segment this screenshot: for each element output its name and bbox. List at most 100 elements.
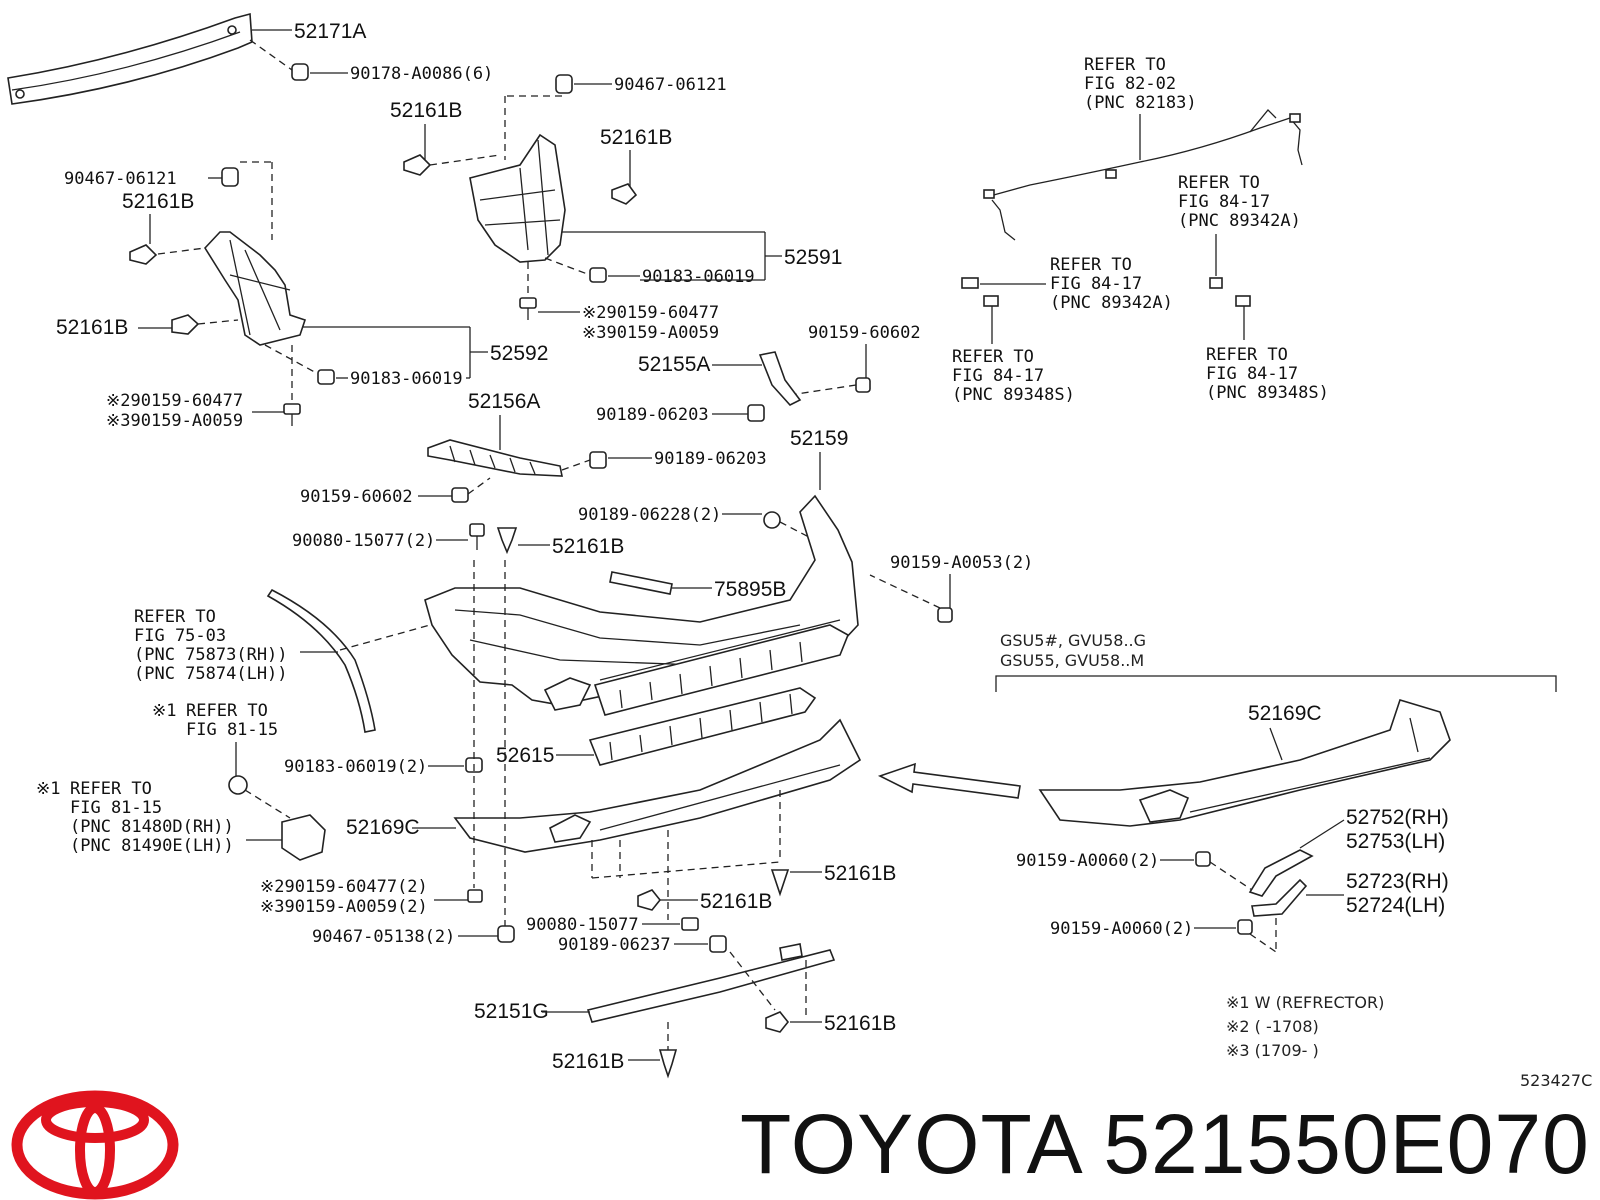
wire-harness — [983, 109, 1303, 241]
label-52161B-g: 52161B — [700, 890, 772, 913]
svg-text:※290159-60477(2): ※290159-60477(2) — [260, 877, 428, 897]
svg-text:(PNC 89348S): (PNC 89348S) — [1206, 383, 1329, 403]
note-mark-3: ※3 — [582, 323, 606, 343]
bolt-icon — [519, 297, 537, 320]
label-90159-A0059-c: 90159-A0059(2) — [284, 897, 427, 917]
ref-89348s-right: REFER TO FIG 84-17 (PNC 89348S) — [1206, 345, 1329, 403]
clip-icon — [770, 869, 790, 897]
clip-icon — [747, 404, 765, 422]
label-52159: 52159 — [790, 427, 848, 450]
label-52161B-c: 52161B — [122, 190, 194, 213]
note-mark-2: ※2 — [260, 877, 284, 897]
bolt-icon — [467, 889, 483, 903]
ref-75873: REFER TO FIG 75-03 (PNC 75873(RH)) (PNC … — [134, 607, 288, 684]
ref-81480: ※1 REFER TO FIG 81-15 (PNC 81480D(RH)) (… — [36, 779, 234, 856]
label-52161B-e: 52161B — [552, 535, 624, 558]
clip-icon — [589, 451, 607, 469]
label-90467-top: 90467-06121 — [614, 75, 727, 95]
label-52156A: 52156A — [468, 390, 540, 413]
clip-icon — [637, 889, 662, 911]
label-52161B-a: 52161B — [390, 99, 462, 122]
reflector-sticker-75895B — [609, 571, 673, 595]
bumper-bracket-52592 — [203, 231, 307, 346]
bolt-icon — [451, 487, 469, 503]
label-52591: 52591 — [784, 246, 842, 269]
svg-text:FIG 84-17: FIG 84-17 — [952, 366, 1044, 386]
sensor-icon — [983, 295, 999, 307]
bolt-icon — [469, 523, 485, 550]
clip-icon — [765, 1011, 790, 1033]
retainer-52156A — [427, 439, 563, 477]
svg-text:(PNC 89342A): (PNC 89342A) — [1178, 211, 1301, 231]
nut-icon — [497, 925, 515, 943]
retainer-52155A — [758, 351, 802, 406]
brand-name: TOYOTA — [740, 1097, 1079, 1191]
label-52171A: 52171A — [294, 20, 366, 43]
wheel-arch-molding — [266, 588, 376, 733]
diagram-id: 523427C — [1520, 1071, 1592, 1090]
clip-icon — [658, 1049, 678, 1079]
label-52155A: 52155A — [638, 353, 710, 376]
note-mark-1: ※1 — [152, 701, 176, 721]
note-mark-2: ※2 — [582, 303, 606, 323]
reflector-light — [281, 814, 326, 861]
label-90189-06228: 90189-06228(2) — [578, 505, 721, 525]
label-52615: 52615 — [496, 744, 554, 767]
svg-text:FIG 75-03: FIG 75-03 — [134, 626, 226, 646]
label-52161B-i: 52161B — [552, 1050, 624, 1073]
label-90159-60602-a: 90159-60602 — [808, 323, 921, 343]
clip-icon — [228, 775, 248, 795]
label-90159-60477-a: 90159-60477 — [606, 303, 719, 323]
svg-text:FIG 82-02: FIG 82-02 — [1084, 74, 1176, 94]
model-code-2: GSU55, GVU58..M — [1000, 651, 1144, 670]
label-52151G: 52151G — [474, 1000, 549, 1023]
svg-text:(PNC 75874(LH)): (PNC 75874(LH)) — [134, 664, 288, 684]
svg-text:REFER TO: REFER TO — [134, 607, 216, 627]
svg-text:FIG 84-17: FIG 84-17 — [1050, 274, 1142, 294]
label-90159-60477-c: 90159-60477(2) — [284, 877, 427, 897]
label-90159-A0053: 90159-A0053(2) — [890, 553, 1033, 573]
note-1: ※1 W (REFRECTOR) — [1226, 993, 1384, 1012]
label-52161B-f: 52161B — [824, 862, 896, 885]
svg-text:FIG 84-17: FIG 84-17 — [1206, 364, 1298, 384]
svg-text:(PNC 81480D(RH)): (PNC 81480D(RH)) — [70, 817, 234, 837]
note-3: ※3 (1709- ) — [1226, 1041, 1319, 1060]
svg-text:※390159-A0059: ※390159-A0059 — [106, 411, 243, 431]
reinforcement-bar — [7, 12, 253, 105]
label-52169C-a: 52169C — [346, 816, 420, 839]
label-90467-left: 90467-06121 — [64, 169, 177, 189]
svg-text:REFER TO: REFER TO — [1206, 345, 1288, 365]
label-90183-a: 90183-06019 — [642, 267, 755, 287]
clip-icon — [496, 527, 518, 555]
sensor-icon — [1235, 295, 1251, 307]
arrow-icon — [877, 762, 1021, 799]
ref-81-15: ※1 REFER TO FIG 81-15 — [152, 701, 278, 740]
svg-text:REFER TO: REFER TO — [186, 701, 268, 721]
connector-icon — [961, 277, 979, 289]
label-90183-b: 90183-06019 — [350, 369, 463, 389]
label-52161B-b: 52161B — [600, 126, 672, 149]
toyota-logo — [11, 1090, 179, 1200]
model-code-1: GSU5#, GVU58..G — [1000, 631, 1146, 650]
label-90467-05138: 90467-05138(2) — [312, 927, 455, 947]
svg-text:(PNC 75873(RH)): (PNC 75873(RH)) — [134, 645, 288, 665]
label-90183-c: 90183-06019(2) — [284, 757, 427, 777]
label-52753: 52753(LH) — [1346, 830, 1445, 853]
label-90159-A0059-b: 90159-A0059 — [130, 411, 243, 431]
energy-absorber-52615 — [588, 687, 817, 766]
note-mark-3: ※3 — [260, 897, 284, 917]
svg-text:※390159-A0059: ※390159-A0059 — [582, 323, 719, 343]
svg-text:(PNC 89342A): (PNC 89342A) — [1050, 293, 1173, 313]
garnish-52151G — [586, 943, 836, 1023]
bolt-icon — [1195, 851, 1211, 867]
nut-icon — [291, 63, 309, 81]
note-2: ※2 ( -1708) — [1226, 1017, 1319, 1036]
label-52723: 52723(RH) — [1346, 870, 1449, 893]
reflector-trim-52723 — [1251, 878, 1308, 917]
svg-text:※290159-60477: ※290159-60477 — [106, 391, 243, 411]
bumper-bracket-52591 — [469, 133, 566, 263]
label-90189-06203-a: 90189-06203 — [596, 405, 709, 425]
svg-text:REFER TO: REFER TO — [1050, 255, 1132, 275]
svg-text:(PNC 81490E(LH)): (PNC 81490E(LH)) — [70, 836, 234, 856]
label-90159-A0059-a: 90159-A0059 — [606, 323, 719, 343]
